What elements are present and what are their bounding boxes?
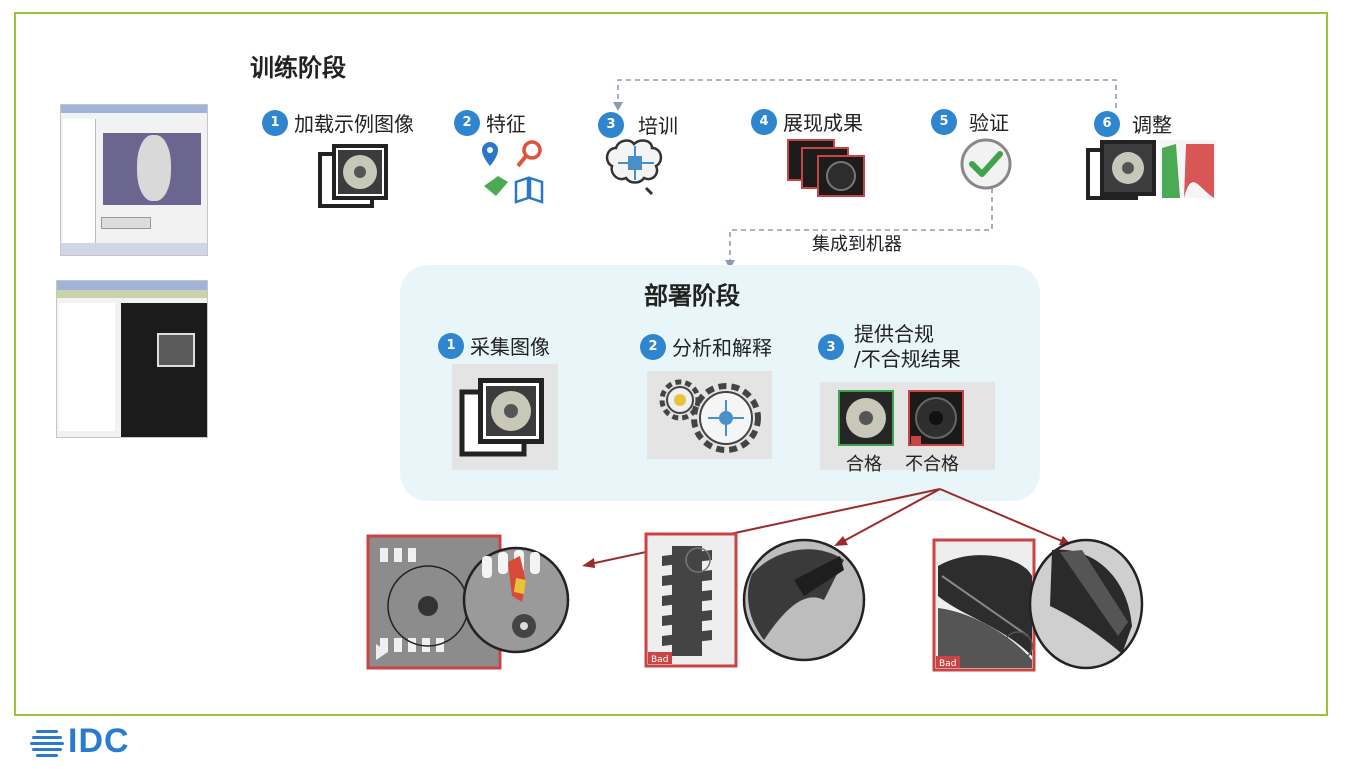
gears-icon	[659, 379, 761, 453]
sample-images-icon	[318, 144, 388, 208]
training-step-5-label: 验证	[969, 111, 1009, 135]
training-step-6-label: 调整	[1132, 113, 1172, 137]
features-icons	[482, 140, 544, 204]
capture-images-icon	[459, 378, 544, 457]
deploy-step-3-label-line2: /不合规结果	[854, 347, 961, 371]
pcb-defect-example	[366, 534, 570, 670]
deploy-step-2: 2 分析和解释	[640, 332, 772, 361]
deploy-stage-title: 部署阶段	[644, 282, 740, 310]
deploy-step-2-label: 分析和解释	[672, 336, 772, 360]
training-step-2-label: 特征	[486, 112, 526, 136]
training-step-5: 5 验证	[931, 107, 1009, 136]
deploy-step-3-label-line1: 提供合规	[854, 322, 934, 346]
content-frame	[14, 12, 1328, 716]
training-stage-title: 训练阶段	[250, 54, 346, 82]
fail-part-icon	[908, 390, 964, 446]
deploy-step-1: 1 采集图像	[438, 331, 550, 360]
training-step-2: 2 特征	[454, 108, 526, 137]
deploy-step-3: 3 提供合规 /不合规结果	[818, 322, 961, 372]
pass-part-icon	[838, 390, 894, 446]
fail-label: 不合格	[905, 454, 959, 475]
deploy-step-1-label: 采集图像	[470, 335, 550, 359]
idc-globe-icon	[30, 729, 64, 757]
drill-defect-example: Bad	[932, 538, 1144, 672]
training-step-6: 6 调整	[1094, 109, 1172, 138]
training-step-3-label: 培训	[638, 114, 678, 138]
bad-tag-drill: Bad	[939, 659, 956, 669]
checkmark-icon	[960, 138, 1012, 190]
software-screenshot-deploy	[56, 280, 208, 438]
results-stack-icon	[787, 139, 865, 197]
brain-circuit-icon	[605, 139, 663, 196]
integrate-label: 集成到机器	[812, 234, 902, 255]
training-step-3: 3 培训	[598, 110, 678, 139]
screw-defect-example: Bad	[644, 532, 866, 668]
pass-label: 合格	[846, 454, 882, 475]
software-screenshot-training	[60, 104, 208, 256]
idc-logo-text: IDC	[68, 722, 130, 760]
training-step-4: 4 展现成果	[751, 107, 863, 136]
training-step-4-label: 展现成果	[783, 111, 863, 135]
training-step-1: 1 加载示例图像	[262, 108, 414, 137]
idc-logo: IDC	[30, 722, 130, 761]
training-step-1-label: 加载示例图像	[294, 112, 414, 136]
bad-tag-screw: Bad	[651, 655, 668, 665]
adjust-icon	[1086, 140, 1216, 200]
